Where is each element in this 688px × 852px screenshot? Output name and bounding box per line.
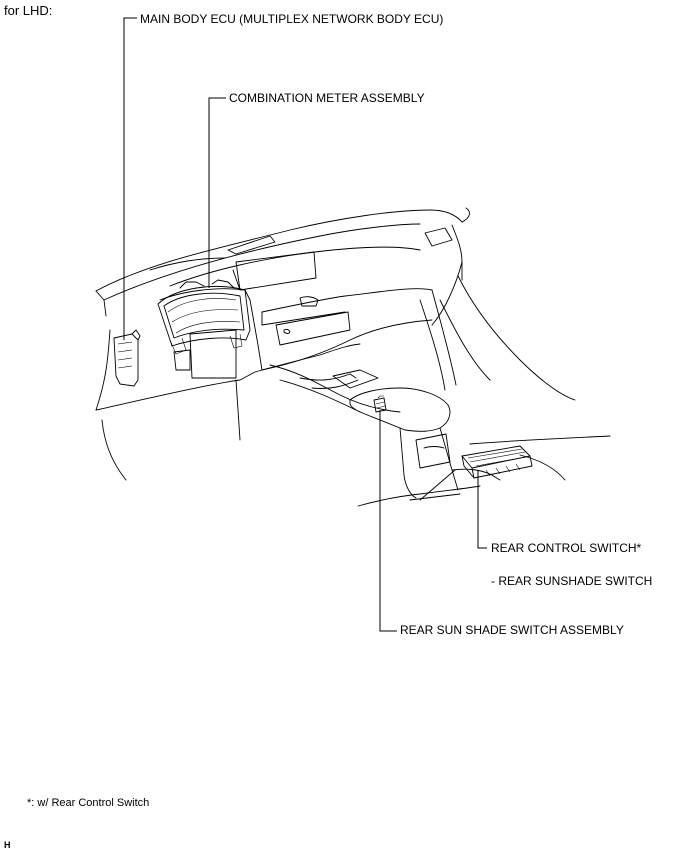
dashboard-drawing xyxy=(95,207,576,481)
callout-rear-sun-shade-switch-assembly: REAR SUN SHADE SWITCH ASSEMBLY xyxy=(400,623,624,637)
main-body-ecu-drawing xyxy=(113,329,141,387)
callout-main-body-ecu: MAIN BODY ECU (MULTIPLEX NETWORK BODY EC… xyxy=(140,12,444,26)
page-title: for LHD: xyxy=(4,3,53,18)
leader-rear-control-switch xyxy=(477,470,487,549)
center-console-drawing xyxy=(269,364,611,507)
callout-combination-meter-assembly: COMBINATION METER ASSEMBLY xyxy=(229,91,425,105)
leader-lines xyxy=(123,17,487,632)
leader-main-body-ecu xyxy=(123,17,137,340)
rear-sun-shade-switch-drawing xyxy=(373,395,387,413)
leader-rear-sun-shade-switch xyxy=(379,410,397,632)
callout-rear-control-switch: REAR CONTROL SWITCH* xyxy=(491,541,642,555)
combination-meter-drawing xyxy=(157,279,251,355)
leader-combination-meter xyxy=(208,97,226,288)
rear-control-switch-drawing xyxy=(461,445,533,479)
footnote: *: w/ Rear Control Switch xyxy=(27,797,150,809)
corner-mark: H xyxy=(4,840,11,850)
callout-rear-sunshade-switch: - REAR SUNSHADE SWITCH xyxy=(491,574,653,588)
